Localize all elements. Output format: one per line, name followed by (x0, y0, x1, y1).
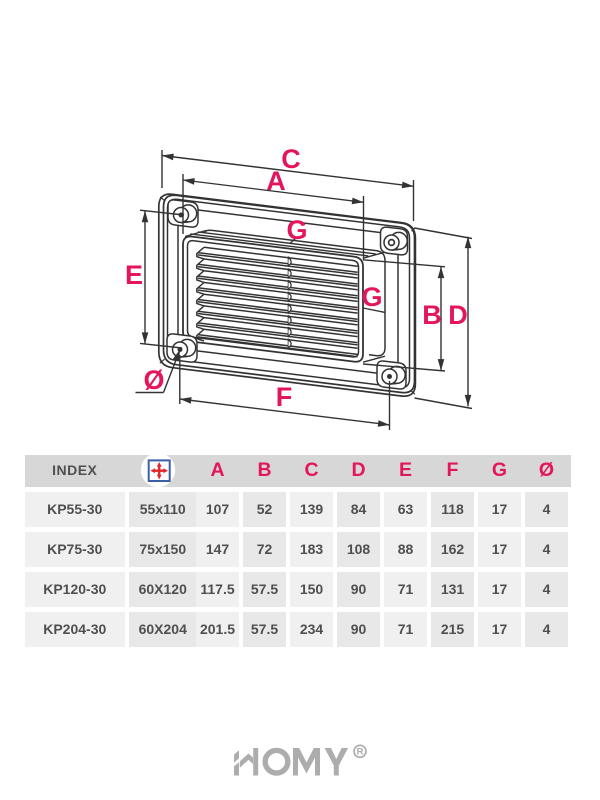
svg-text:E: E (125, 260, 143, 290)
svg-text:G: G (361, 282, 382, 312)
svg-text:Ø: Ø (143, 365, 164, 395)
svg-text:C: C (281, 144, 301, 174)
svg-text:A: A (266, 166, 286, 196)
svg-text:D: D (448, 300, 468, 330)
svg-text:F: F (276, 382, 293, 412)
svg-text:B: B (422, 300, 442, 330)
svg-text:G: G (286, 215, 307, 245)
svg-text:R: R (357, 747, 364, 758)
